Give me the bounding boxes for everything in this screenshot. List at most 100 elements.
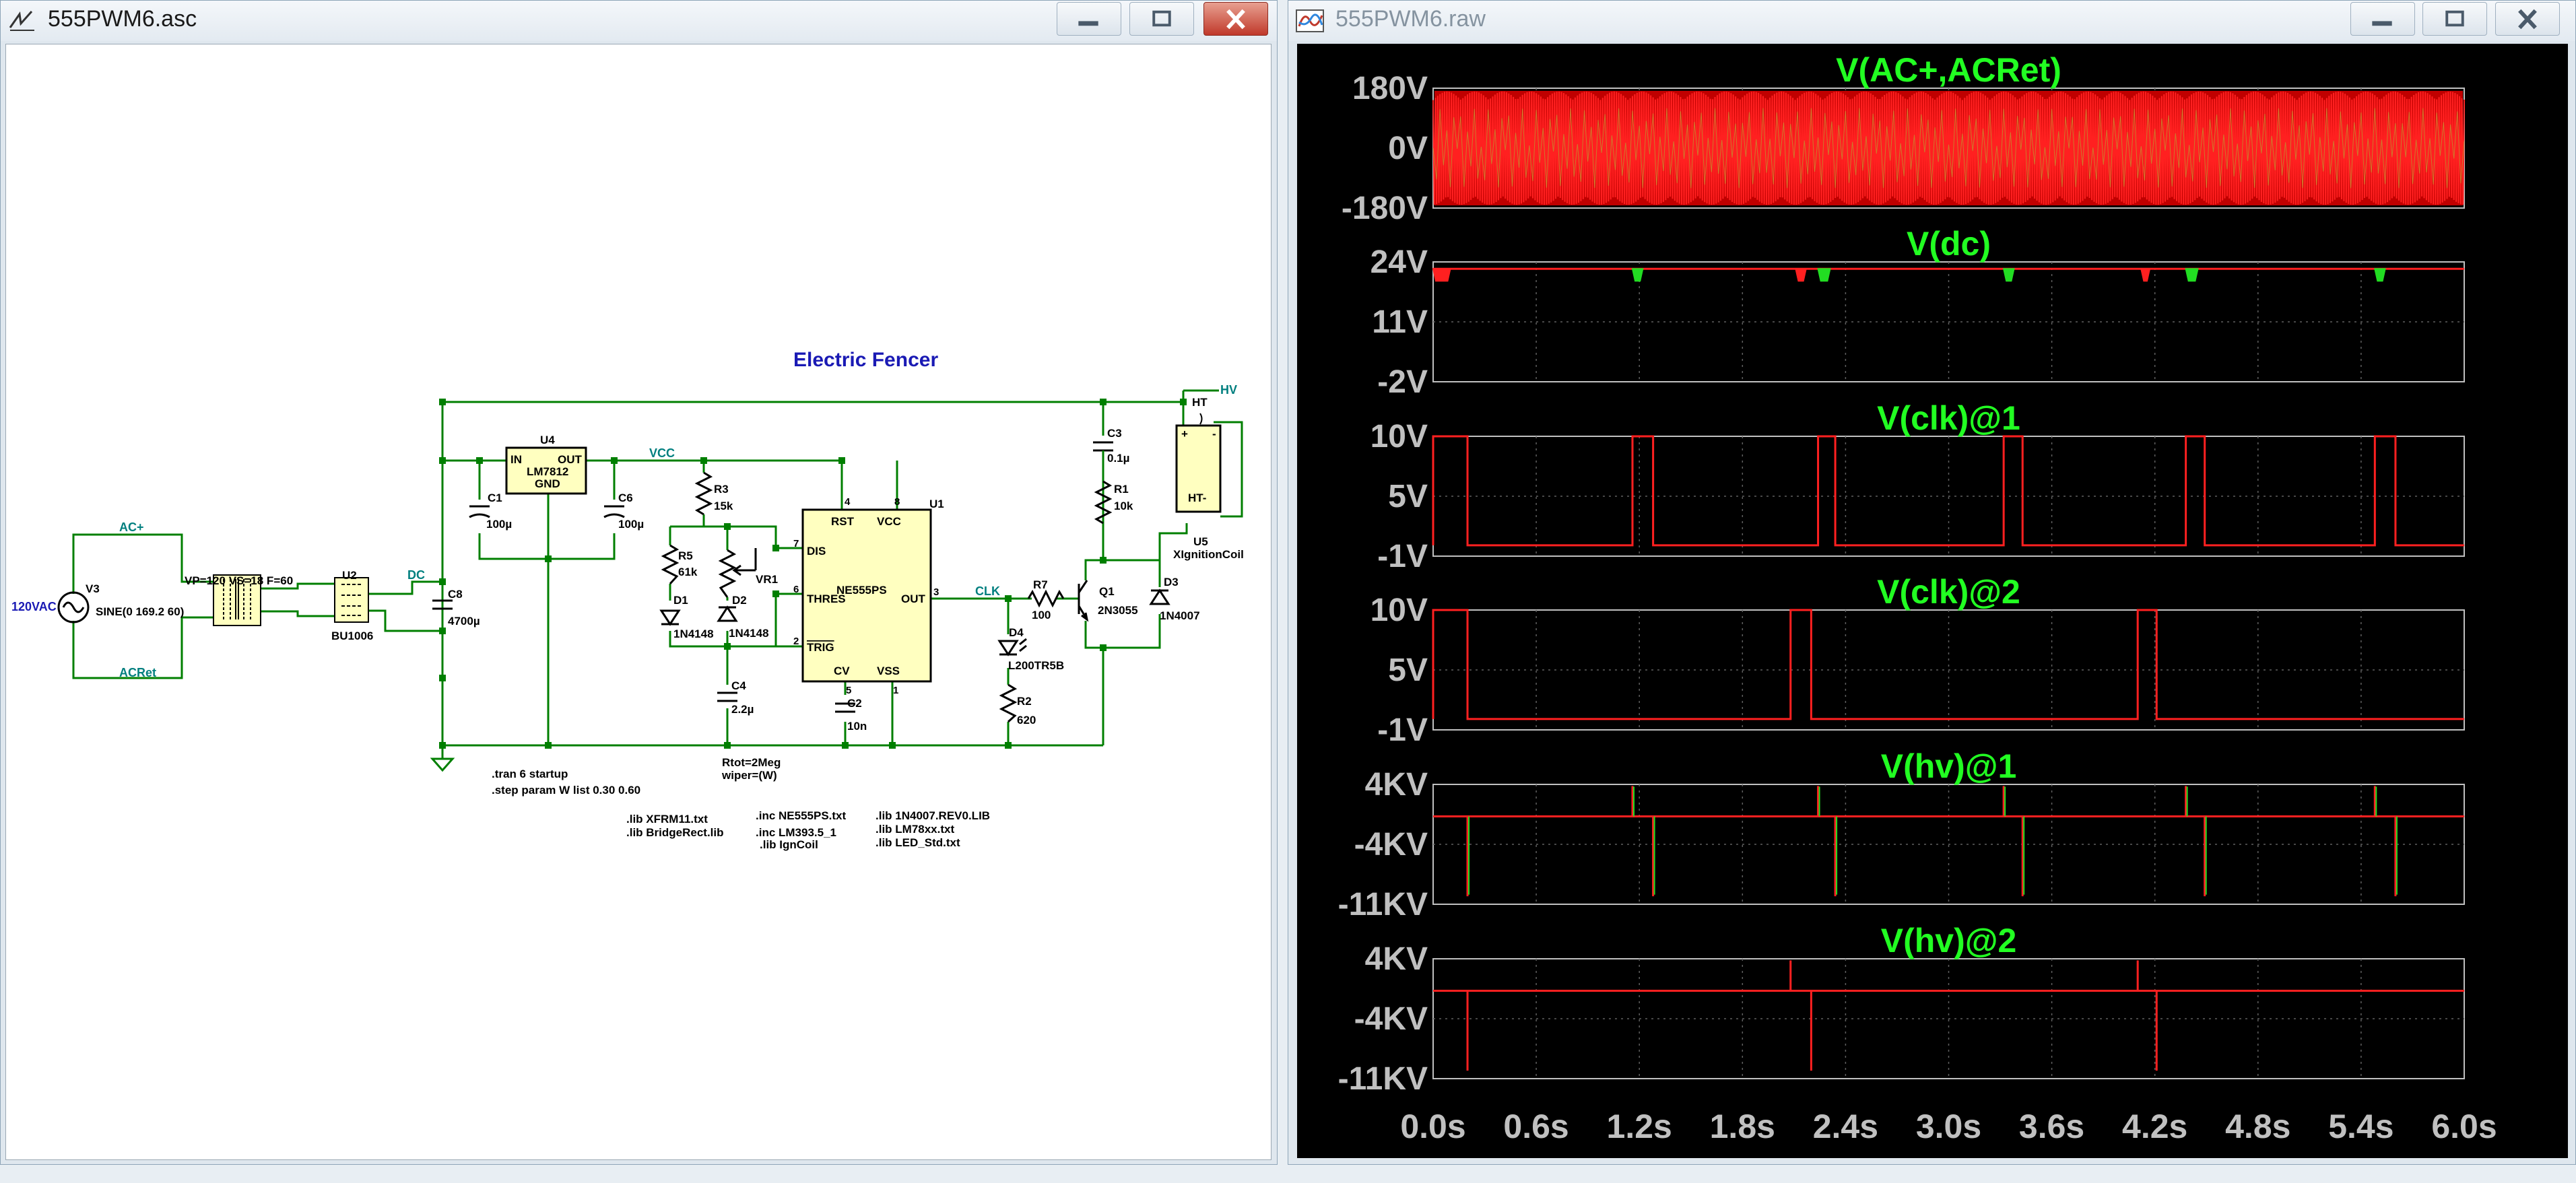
restore-icon xyxy=(1152,10,1171,27)
q1-part: 2N3055 xyxy=(1098,604,1138,617)
timer-pinnum-trig: 2 xyxy=(793,636,799,647)
directive-lib-bridge: .lib BridgeRect.lib xyxy=(626,826,724,839)
minimize-button[interactable] xyxy=(1057,2,1121,36)
capacitor-c1-icon xyxy=(469,505,490,518)
directive-lib-led: .lib LED_Std.txt xyxy=(876,836,960,849)
trace-clk xyxy=(1432,435,2464,547)
x-tick-label: 6.0s xyxy=(2431,1108,2497,1145)
transistor-q1-icon xyxy=(1078,580,1089,622)
x-tick-label: 5.4s xyxy=(2328,1108,2393,1145)
bridge-rectifier-icon xyxy=(334,577,369,623)
restore-icon xyxy=(2445,10,2464,27)
c6-value: 100µ xyxy=(618,518,644,531)
waveform-app-icon xyxy=(1296,9,1324,32)
c1-value: 100µ xyxy=(486,518,512,531)
panel-title: V(clk)@2 xyxy=(1877,573,2020,611)
diode-d3-icon xyxy=(1149,588,1170,605)
capacitor-c8-icon xyxy=(432,599,453,610)
timer-pinnum-thres: 6 xyxy=(793,584,799,595)
wire-c1-gnd xyxy=(478,533,550,745)
schematic-window-title: 555PWM6.asc xyxy=(48,6,197,32)
x-tick-label: 4.8s xyxy=(2225,1108,2290,1145)
waveform-minimize-button[interactable] xyxy=(2350,2,2415,36)
schematic-canvas[interactable]: Electric Fencer AC+ ACRet DC VCC CLK HV … xyxy=(5,44,1272,1160)
y-tick-label: 4KV xyxy=(1365,941,1428,977)
y-tick-label: -180V xyxy=(1342,191,1428,226)
r2-ref: R2 xyxy=(1017,695,1032,708)
timer-pinnum-rst: 4 xyxy=(845,496,851,508)
net-label-ac-plus: AC+ xyxy=(119,520,144,534)
coil-minus: - xyxy=(1212,428,1216,440)
timer-pin-thres: THRES xyxy=(807,593,846,605)
y-tick-label: -2V xyxy=(1377,364,1428,400)
schematic-window[interactable]: 555PWM6.asc xyxy=(0,0,1278,1165)
directive-step: .step param W list 0.30 0.60 xyxy=(492,784,640,797)
panel-title: V(hv)@2 xyxy=(1881,922,2017,959)
c3-value: 0.1µ xyxy=(1107,452,1129,465)
panel-title: V(dc) xyxy=(1907,225,1991,263)
regulator-part: LM7812 xyxy=(527,465,568,478)
timer-pin-cv: CV xyxy=(834,665,850,677)
timer-pinnum-dis: 7 xyxy=(793,538,799,549)
r5-ref: R5 xyxy=(678,549,693,562)
c6-ref: C6 xyxy=(618,492,633,504)
x-tick-label: 4.2s xyxy=(2122,1108,2187,1145)
coil-pin-ht: HT xyxy=(1192,396,1208,409)
potentiometer-vr1-icon xyxy=(718,549,737,598)
directive-tran: .tran 6 startup xyxy=(492,768,568,780)
c4-ref: C4 xyxy=(731,679,746,692)
bridge-part: BU1006 xyxy=(331,630,373,642)
waveform-close-button[interactable] xyxy=(2495,2,2560,36)
regulator-ref: U4 xyxy=(540,434,555,446)
capacitor-c3-icon xyxy=(1093,441,1113,452)
wire-ac-plus xyxy=(72,533,213,594)
coil-ref: U5 xyxy=(1193,535,1208,548)
maximize-button[interactable] xyxy=(1129,2,1194,36)
waveform-chart[interactable]: V(AC+,ACRet)180V0V-180VV(dc)24V11V-2VV(c… xyxy=(1297,44,2568,1158)
resistor-r3-icon xyxy=(694,471,713,516)
d3-value: 1N4007 xyxy=(1160,609,1200,622)
source-value: SINE(0 169.2 60) xyxy=(96,605,184,618)
y-tick-label: 11V xyxy=(1372,304,1428,340)
regulator-u4-icon xyxy=(505,446,587,495)
c4-value: 2.2µ xyxy=(731,703,754,716)
y-tick-label: -4KV xyxy=(1354,1001,1428,1037)
timer-pinnum-vss: 1 xyxy=(893,685,898,696)
bridge-ref: U2 xyxy=(342,569,357,582)
dc-ripple-green xyxy=(1817,268,1831,282)
wire-bridge-minus xyxy=(368,609,442,632)
d4-ref: D4 xyxy=(1009,626,1024,639)
y-tick-label: -1V xyxy=(1377,712,1428,748)
x-tick-label: 1.2s xyxy=(1607,1108,1672,1145)
waveform-maximize-button[interactable] xyxy=(2422,2,2487,36)
trace-ac-red xyxy=(1432,91,2465,205)
x-tick-label: 1.8s xyxy=(1710,1108,1775,1145)
close-button[interactable] xyxy=(1203,2,1268,36)
r1-value: 10k xyxy=(1114,500,1133,512)
net-label-hv: HV xyxy=(1220,383,1237,397)
y-tick-label: -11KV xyxy=(1338,1061,1428,1097)
y-tick-label: 4KV xyxy=(1365,767,1428,803)
timer-pin-rst: RST xyxy=(831,515,855,528)
timer-pinnum-out: 3 xyxy=(933,586,939,598)
timer-pinnum-cv: 5 xyxy=(846,685,851,696)
minimize-icon xyxy=(1078,21,1098,26)
schematic-titlebar[interactable]: 555PWM6.asc xyxy=(1,1,1277,41)
r5-value: 61k xyxy=(678,566,698,578)
schematic-app-icon xyxy=(9,11,34,31)
dc-ripple-green xyxy=(2185,268,2199,282)
waveform-titlebar[interactable]: 555PWM6.raw xyxy=(1288,1,2575,41)
timer-pin-dis: DIS xyxy=(807,545,826,557)
r3-value: 15k xyxy=(714,500,733,512)
directive-lib-1n4007: .lib 1N4007.REV0.LIB xyxy=(876,809,990,822)
wire-xfrm-bridge-top xyxy=(261,582,335,590)
resistor-r2-icon xyxy=(999,683,1018,723)
y-tick-label: 5V xyxy=(1388,479,1428,514)
dc-ripple-red xyxy=(2140,268,2151,282)
wire-dis xyxy=(670,525,803,549)
c2-ref: C2 xyxy=(847,697,862,710)
ignition-coil-icon xyxy=(1175,424,1222,513)
r1-ref: R1 xyxy=(1114,483,1129,496)
